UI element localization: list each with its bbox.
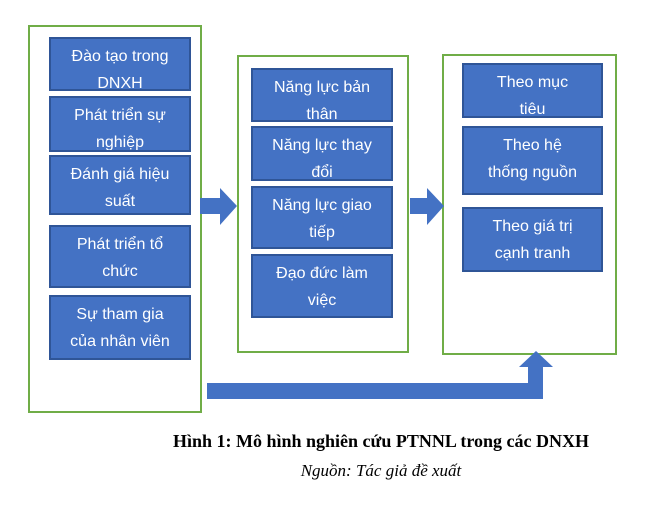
node-label: Đạo đức làm việc — [276, 265, 368, 309]
node-label: Đánh giá hiệu suất — [70, 166, 170, 210]
node-phat-trien-to-chuc: Phát triển tổ chức — [49, 225, 191, 288]
node-label: Sự tham gia của nhân viên — [70, 306, 170, 350]
node-phat-trien-su-nghiep: Phát triển sự nghiệp — [49, 96, 191, 152]
node-label: Phát triển sự nghiệp — [74, 107, 166, 151]
node-label: Năng lực thay đổi — [272, 137, 372, 181]
figure-caption-title: Hình 1: Mô hình nghiên cứu PTNNL trong c… — [172, 431, 590, 451]
node-theo-gia-tri-canh-tranh: Theo giá trị cạnh tranh — [462, 207, 603, 272]
right-arrow-col1-to-col2-icon — [200, 188, 237, 225]
node-dao-duc-lam-viec: Đạo đức làm việc — [251, 254, 393, 318]
node-label: Phát triển tổ chức — [76, 236, 164, 280]
figure-caption-source: Nguồn: Tác giả đề xuất — [300, 461, 462, 480]
node-nang-luc-ban-than: Năng lực bản thân — [251, 68, 393, 122]
node-label: Năng lực giao tiếp — [272, 197, 372, 241]
node-label: Theo mục tiêu — [496, 74, 569, 118]
feedback-up-arrow-icon — [207, 351, 553, 399]
node-nang-luc-thay-doi: Năng lực thay đổi — [251, 126, 393, 181]
node-dao-tao-trong-dnxh: Đào tạo trong DNXH — [49, 37, 191, 91]
node-label: Đào tạo trong DNXH — [71, 48, 169, 91]
node-label: Năng lực bản thân — [273, 79, 371, 122]
node-nang-luc-giao-tiep: Năng lực giao tiếp — [251, 186, 393, 249]
node-theo-he-thong-nguon: Theo hệ thống nguồn — [462, 126, 603, 195]
node-danh-gia-hieu-suat: Đánh giá hiệu suất — [49, 155, 191, 215]
node-label: Theo giá trị cạnh tranh — [492, 218, 573, 262]
node-su-tham-gia-cua-nhan-vien: Sự tham gia của nhân viên — [49, 295, 191, 360]
right-arrow-col2-to-col3-icon — [410, 188, 444, 225]
node-label: Theo hệ thống nguồn — [488, 137, 577, 181]
node-theo-muc-tieu: Theo mục tiêu — [462, 63, 603, 118]
figure-caption-block: Hình 1: Mô hình nghiên cứu PTNNL trong c… — [90, 429, 672, 483]
